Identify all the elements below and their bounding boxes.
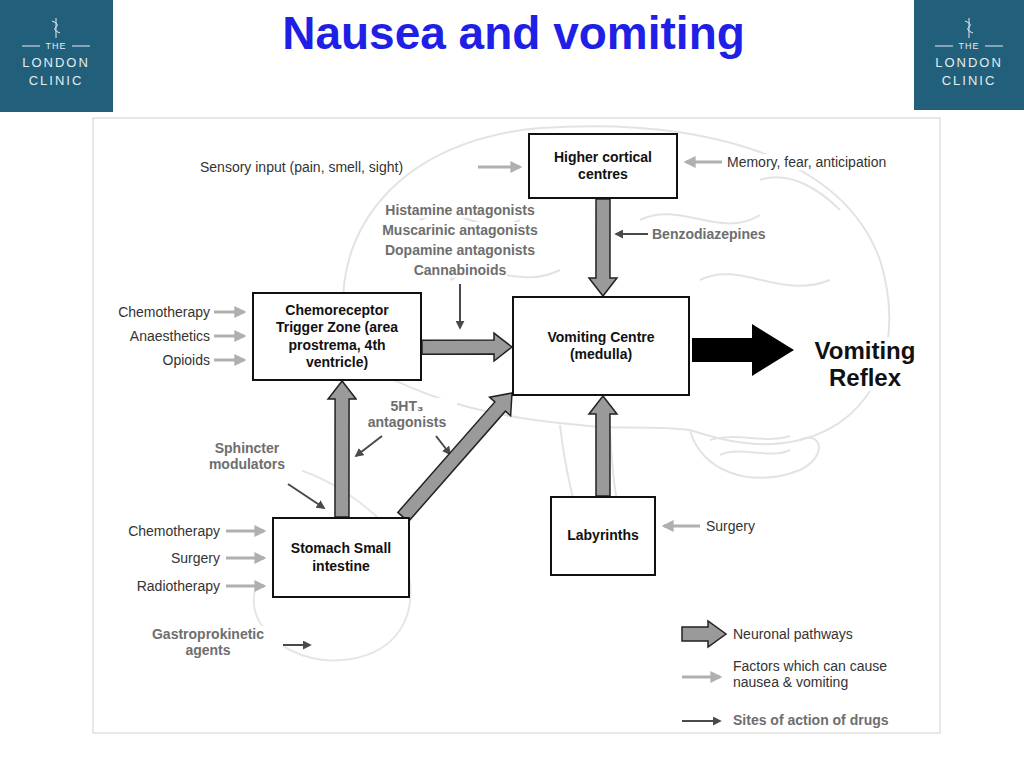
legend-sample bbox=[682, 676, 720, 679]
process-box: Stomach Small intestine bbox=[272, 517, 410, 598]
process-box: Vomiting Centre (medulla) bbox=[512, 296, 690, 396]
factor-label: Surgery bbox=[171, 550, 220, 566]
factor-label: Opioids bbox=[163, 352, 210, 368]
factor-label: Chemotherapy bbox=[128, 523, 220, 539]
factor-label: Radiotherapy bbox=[137, 578, 220, 594]
factor-label: Memory, fear, anticipation bbox=[727, 154, 886, 170]
neuronal-pathway-arrow bbox=[589, 396, 617, 496]
logo-panel bbox=[914, 0, 1024, 110]
legend-label: Factors which can cause nausea & vomitin… bbox=[733, 658, 933, 690]
reflex-arrow bbox=[692, 324, 794, 376]
process-box: Labyrinths bbox=[550, 496, 656, 576]
logo-text: THE bbox=[46, 41, 67, 51]
legend-sample bbox=[682, 720, 720, 722]
node-label: Stomach Small intestine bbox=[286, 540, 396, 575]
drug-label: Cannabinoids bbox=[414, 262, 507, 278]
drug-label: Gastroprokinetic agents bbox=[133, 626, 283, 658]
drug-label: Muscarinic antagonists bbox=[382, 222, 538, 238]
node-label: Labyrinths bbox=[567, 527, 639, 545]
process-box: Chemoreceptor Trigger Zone (area prostre… bbox=[252, 292, 422, 381]
page-title: Nausea and vomiting bbox=[113, 6, 914, 61]
drug-label: Benzodiazepines bbox=[652, 226, 766, 242]
legend-label: Neuronal pathways bbox=[733, 626, 853, 642]
logo-text: LONDON bbox=[935, 56, 1003, 70]
drug-label: Dopamine antagonists bbox=[385, 242, 535, 258]
factor-label: Chemotherapy bbox=[118, 304, 210, 320]
factor-label: Surgery bbox=[706, 518, 755, 534]
factor-label: Sensory input (pain, smell, sight) bbox=[200, 159, 403, 175]
neuronal-pathway-arrow bbox=[422, 333, 512, 361]
legend-sample bbox=[682, 621, 726, 647]
node-label: Higher cortical centres bbox=[542, 149, 664, 184]
drug-label: Sphincter modulators bbox=[192, 440, 302, 472]
figure-panel bbox=[93, 118, 940, 733]
logo-panel bbox=[0, 0, 113, 112]
logo-text: CLINIC bbox=[942, 74, 997, 88]
logo-text: THE bbox=[959, 41, 980, 51]
legend-label: Sites of action of drugs bbox=[733, 712, 889, 728]
drug-label: 5HT₃ antagonists bbox=[357, 398, 457, 430]
process-box: Higher cortical centres bbox=[528, 133, 678, 199]
node-label: Chemoreceptor Trigger Zone (area prostre… bbox=[266, 302, 408, 372]
outcome-label: Vomiting Reflex bbox=[795, 337, 935, 391]
logo-text: LONDON bbox=[22, 56, 90, 70]
neuronal-pathway-arrow bbox=[328, 381, 356, 517]
drug-label: Histamine antagonists bbox=[385, 202, 534, 218]
factor-label: Anaesthetics bbox=[130, 328, 210, 344]
logo-text: CLINIC bbox=[29, 74, 84, 88]
node-label: Vomiting Centre (medulla) bbox=[526, 329, 676, 364]
neuronal-pathway-arrow bbox=[589, 199, 617, 296]
